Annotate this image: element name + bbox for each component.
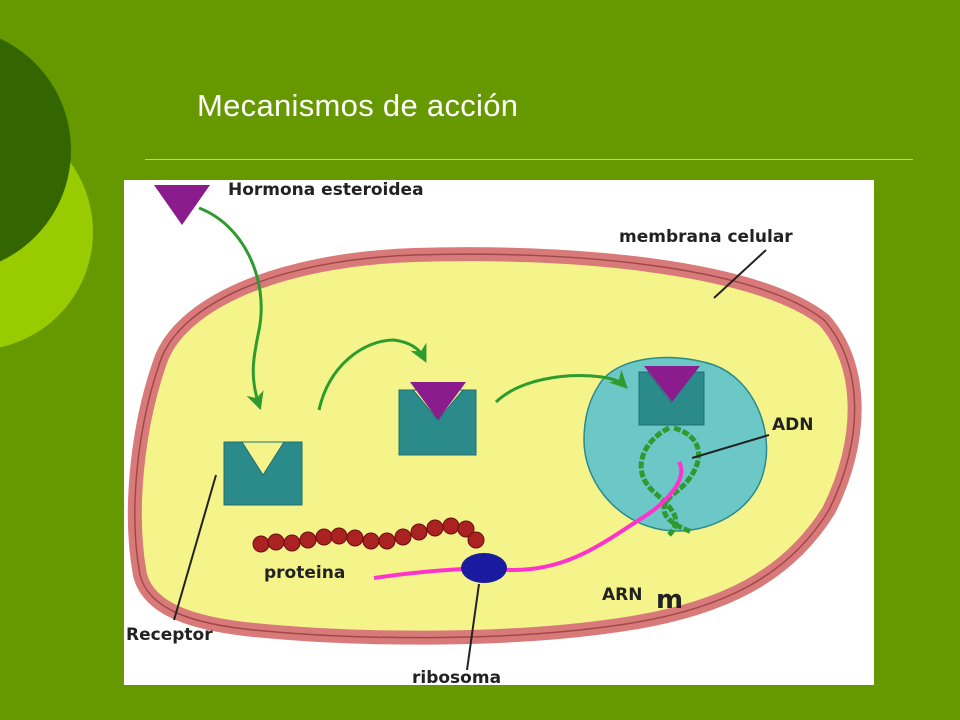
membrane-label: membrana celular: [619, 227, 793, 247]
arrow-receptor-binding: [317, 338, 427, 411]
arrow-entering-cell: [198, 206, 264, 411]
protein-label: proteina: [264, 563, 345, 583]
receptor-label: Receptor: [126, 625, 213, 645]
arrow-into-nucleus: [494, 369, 628, 404]
nucleus: [583, 356, 768, 532]
dna-strand-2: [661, 425, 702, 535]
ribosome-pointer: [466, 583, 480, 671]
steroid-hormone-diagram: Hormona esteroidea membrana celular ADN …: [124, 180, 874, 685]
dna-pointer: [691, 434, 770, 459]
hormone-bound-nucleus: [644, 366, 700, 402]
dark-green-circle: [0, 38, 71, 262]
receptor-pointer: [173, 474, 217, 621]
dna-strand: [638, 425, 679, 537]
hormone-label: Hormona esteroidea: [228, 180, 424, 200]
protein-chain: [252, 517, 485, 553]
receptor-empty: [223, 441, 303, 506]
rna-subscript-label: m: [656, 585, 683, 615]
dna-label: ADN: [772, 415, 814, 435]
ribosome-label: ribosoma: [412, 668, 501, 685]
ribosome: [461, 553, 507, 583]
hormone-outside: [154, 185, 210, 225]
rna-label: ARN: [602, 585, 642, 605]
cell-membrane-inner-line: [134, 253, 856, 639]
slide-title: Mecanismos de acción: [197, 88, 519, 123]
hormone-bound-cytoplasm: [410, 382, 466, 420]
membrane-pointer: [713, 249, 767, 299]
title-divider: [145, 159, 913, 160]
